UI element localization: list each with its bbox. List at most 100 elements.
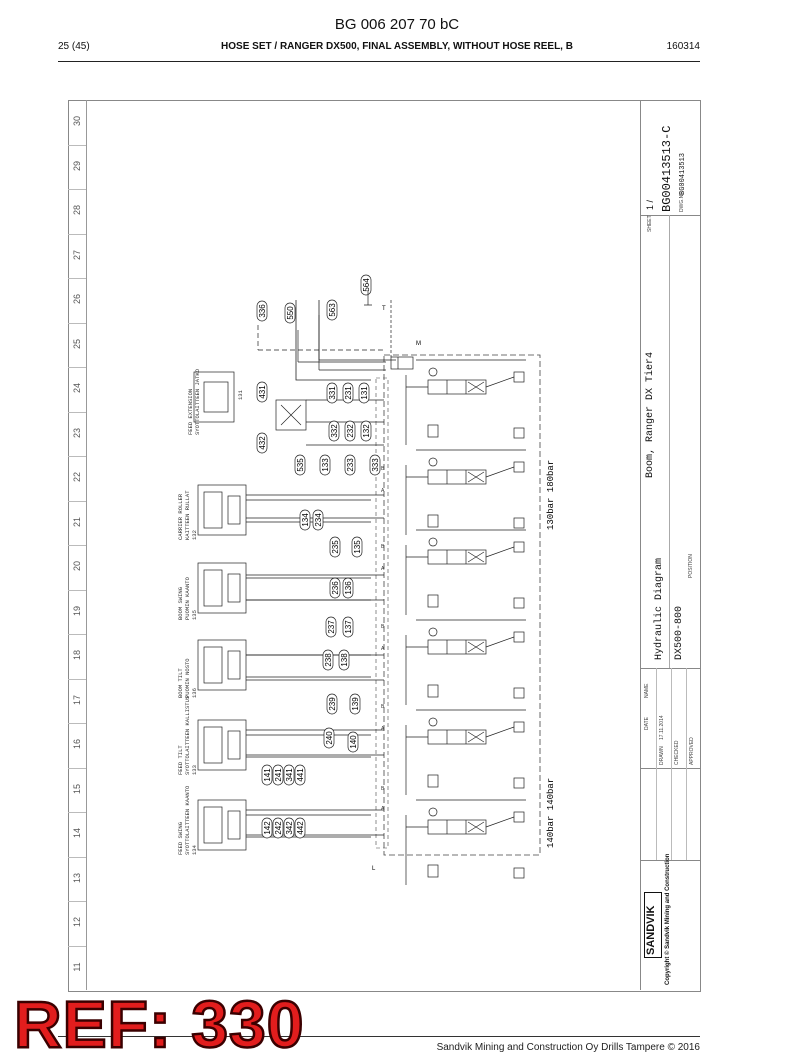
circuit-label: PUOMIN NOSTO bbox=[184, 658, 191, 698]
model-name: DX500-800 bbox=[674, 605, 685, 660]
valve-block-outline bbox=[383, 354, 541, 856]
circuit-label: 135 bbox=[191, 610, 198, 620]
approved-label: APPROVED bbox=[689, 737, 695, 765]
hose-number-text: 234 bbox=[314, 513, 323, 527]
hose-number-text: 341 bbox=[285, 768, 294, 782]
drawing-title-line2: Hydraulic Diagram bbox=[654, 557, 665, 660]
hose-number: 232 bbox=[344, 420, 356, 442]
port-label-M: M bbox=[416, 341, 421, 347]
hose-number-text: 235 bbox=[331, 540, 340, 554]
hose-number-text: 432 bbox=[258, 436, 267, 450]
hose-number-text: 134 bbox=[301, 513, 310, 527]
checked-label: CHECKED bbox=[674, 740, 680, 765]
column-number: 15 bbox=[72, 783, 82, 794]
valve-section bbox=[405, 619, 526, 705]
column-number: 19 bbox=[72, 605, 82, 616]
hose-number: 240 bbox=[323, 727, 335, 749]
circuit-label: BOOM TILT bbox=[177, 668, 184, 698]
hose-number: 142 bbox=[261, 817, 273, 839]
column-number: 28 bbox=[72, 205, 82, 216]
column-number: 20 bbox=[72, 561, 82, 572]
circuit-label: 133 bbox=[191, 765, 198, 775]
column-number: 26 bbox=[72, 294, 82, 305]
port-marker: A bbox=[381, 488, 385, 494]
hose-number-text: 564 bbox=[362, 278, 371, 292]
column-number: 22 bbox=[72, 472, 82, 483]
pressure-top: 130bar 180bar bbox=[546, 460, 556, 530]
hose-number: 241 bbox=[272, 764, 284, 786]
column-number: 18 bbox=[72, 650, 82, 661]
hose-number-text: 242 bbox=[274, 821, 283, 835]
hose-number: 233 bbox=[344, 454, 356, 476]
column-number: 13 bbox=[72, 872, 82, 883]
valve-section bbox=[405, 799, 526, 885]
valve-section bbox=[405, 359, 526, 445]
circuit-label: SYOTTOLAITTEEN JATKO bbox=[194, 368, 201, 435]
circuit-label: BOOM SWING bbox=[177, 587, 184, 620]
hose-number-text: 142 bbox=[263, 821, 272, 835]
hose-number-text: 135 bbox=[353, 540, 362, 554]
port-label-L: L bbox=[372, 866, 376, 872]
footer-text: Sandvik Mining and Construction Oy Drill… bbox=[436, 1042, 700, 1053]
document-number: BG 006 207 70 bC bbox=[334, 16, 460, 33]
port-marker: A bbox=[381, 566, 385, 572]
hose-number: 564 bbox=[360, 274, 372, 296]
hose-number-text: 550 bbox=[286, 306, 295, 320]
date-label: DATE bbox=[644, 717, 650, 730]
ref-stamp: REF: 330 bbox=[13, 986, 305, 1062]
position-label: POSITION bbox=[688, 554, 694, 578]
hose-number: 563 bbox=[326, 299, 338, 321]
sheet-label: SHEET bbox=[647, 215, 653, 232]
circuit-label: CARRIER ROLLER bbox=[177, 493, 184, 540]
actuator-4 bbox=[197, 719, 371, 771]
circuit-label: KAITTEEN RULLAT bbox=[184, 490, 191, 540]
drawing-frame bbox=[68, 100, 701, 992]
hose-number-text: 139 bbox=[351, 697, 360, 711]
hose-number: 431 bbox=[256, 381, 268, 403]
valve-section bbox=[405, 449, 526, 535]
hose-number-text: 132 bbox=[362, 424, 371, 438]
hose-number: 236 bbox=[329, 577, 341, 599]
sandvik-logo: SANDVIK bbox=[645, 905, 657, 955]
hose-number-text: 141 bbox=[263, 768, 272, 782]
hose-number-text: 332 bbox=[330, 424, 339, 438]
hose-number: 336 bbox=[256, 300, 268, 322]
hose-number-text: 535 bbox=[296, 458, 305, 472]
circuit-label: 136 bbox=[191, 688, 198, 698]
column-number: 30 bbox=[72, 116, 82, 127]
hose-number-text: 241 bbox=[274, 768, 283, 782]
valve-sections bbox=[405, 359, 526, 885]
feed-extension-cylinder bbox=[193, 371, 307, 431]
hose-number: 138 bbox=[338, 649, 350, 671]
valve-section bbox=[405, 529, 526, 615]
sheet-value: 1 / bbox=[645, 199, 655, 210]
hose-number-text: 137 bbox=[344, 620, 353, 634]
hose-number: 341 bbox=[283, 764, 295, 786]
hose-number: 234 bbox=[312, 509, 324, 531]
hose-lines bbox=[246, 300, 396, 836]
hose-number-text: 138 bbox=[340, 653, 349, 667]
port-marker: A bbox=[381, 646, 385, 652]
hose-number: 331 bbox=[326, 382, 338, 404]
port-marker: B bbox=[381, 786, 385, 792]
hose-number: 137 bbox=[342, 616, 354, 638]
hose-number: 242 bbox=[272, 817, 284, 839]
hose-number-text: 133 bbox=[321, 458, 330, 472]
hose-number: 132 bbox=[360, 420, 372, 442]
column-number: 16 bbox=[72, 739, 82, 750]
hose-number: 131 bbox=[358, 382, 370, 404]
hose-number-text: 131 bbox=[360, 386, 369, 400]
hose-number-text: 237 bbox=[327, 620, 336, 634]
hose-number-text: 231 bbox=[344, 386, 353, 400]
port-label-T: T bbox=[382, 306, 386, 312]
hose-number: 135 bbox=[351, 536, 363, 558]
hose-number: 141 bbox=[261, 764, 273, 786]
hose-number: 332 bbox=[328, 420, 340, 442]
hose-number-text: 431 bbox=[258, 385, 267, 399]
hose-number: 140 bbox=[347, 731, 359, 753]
column-number: 23 bbox=[72, 427, 82, 438]
hose-number-text: 232 bbox=[346, 424, 355, 438]
port-marker: B bbox=[381, 544, 385, 550]
